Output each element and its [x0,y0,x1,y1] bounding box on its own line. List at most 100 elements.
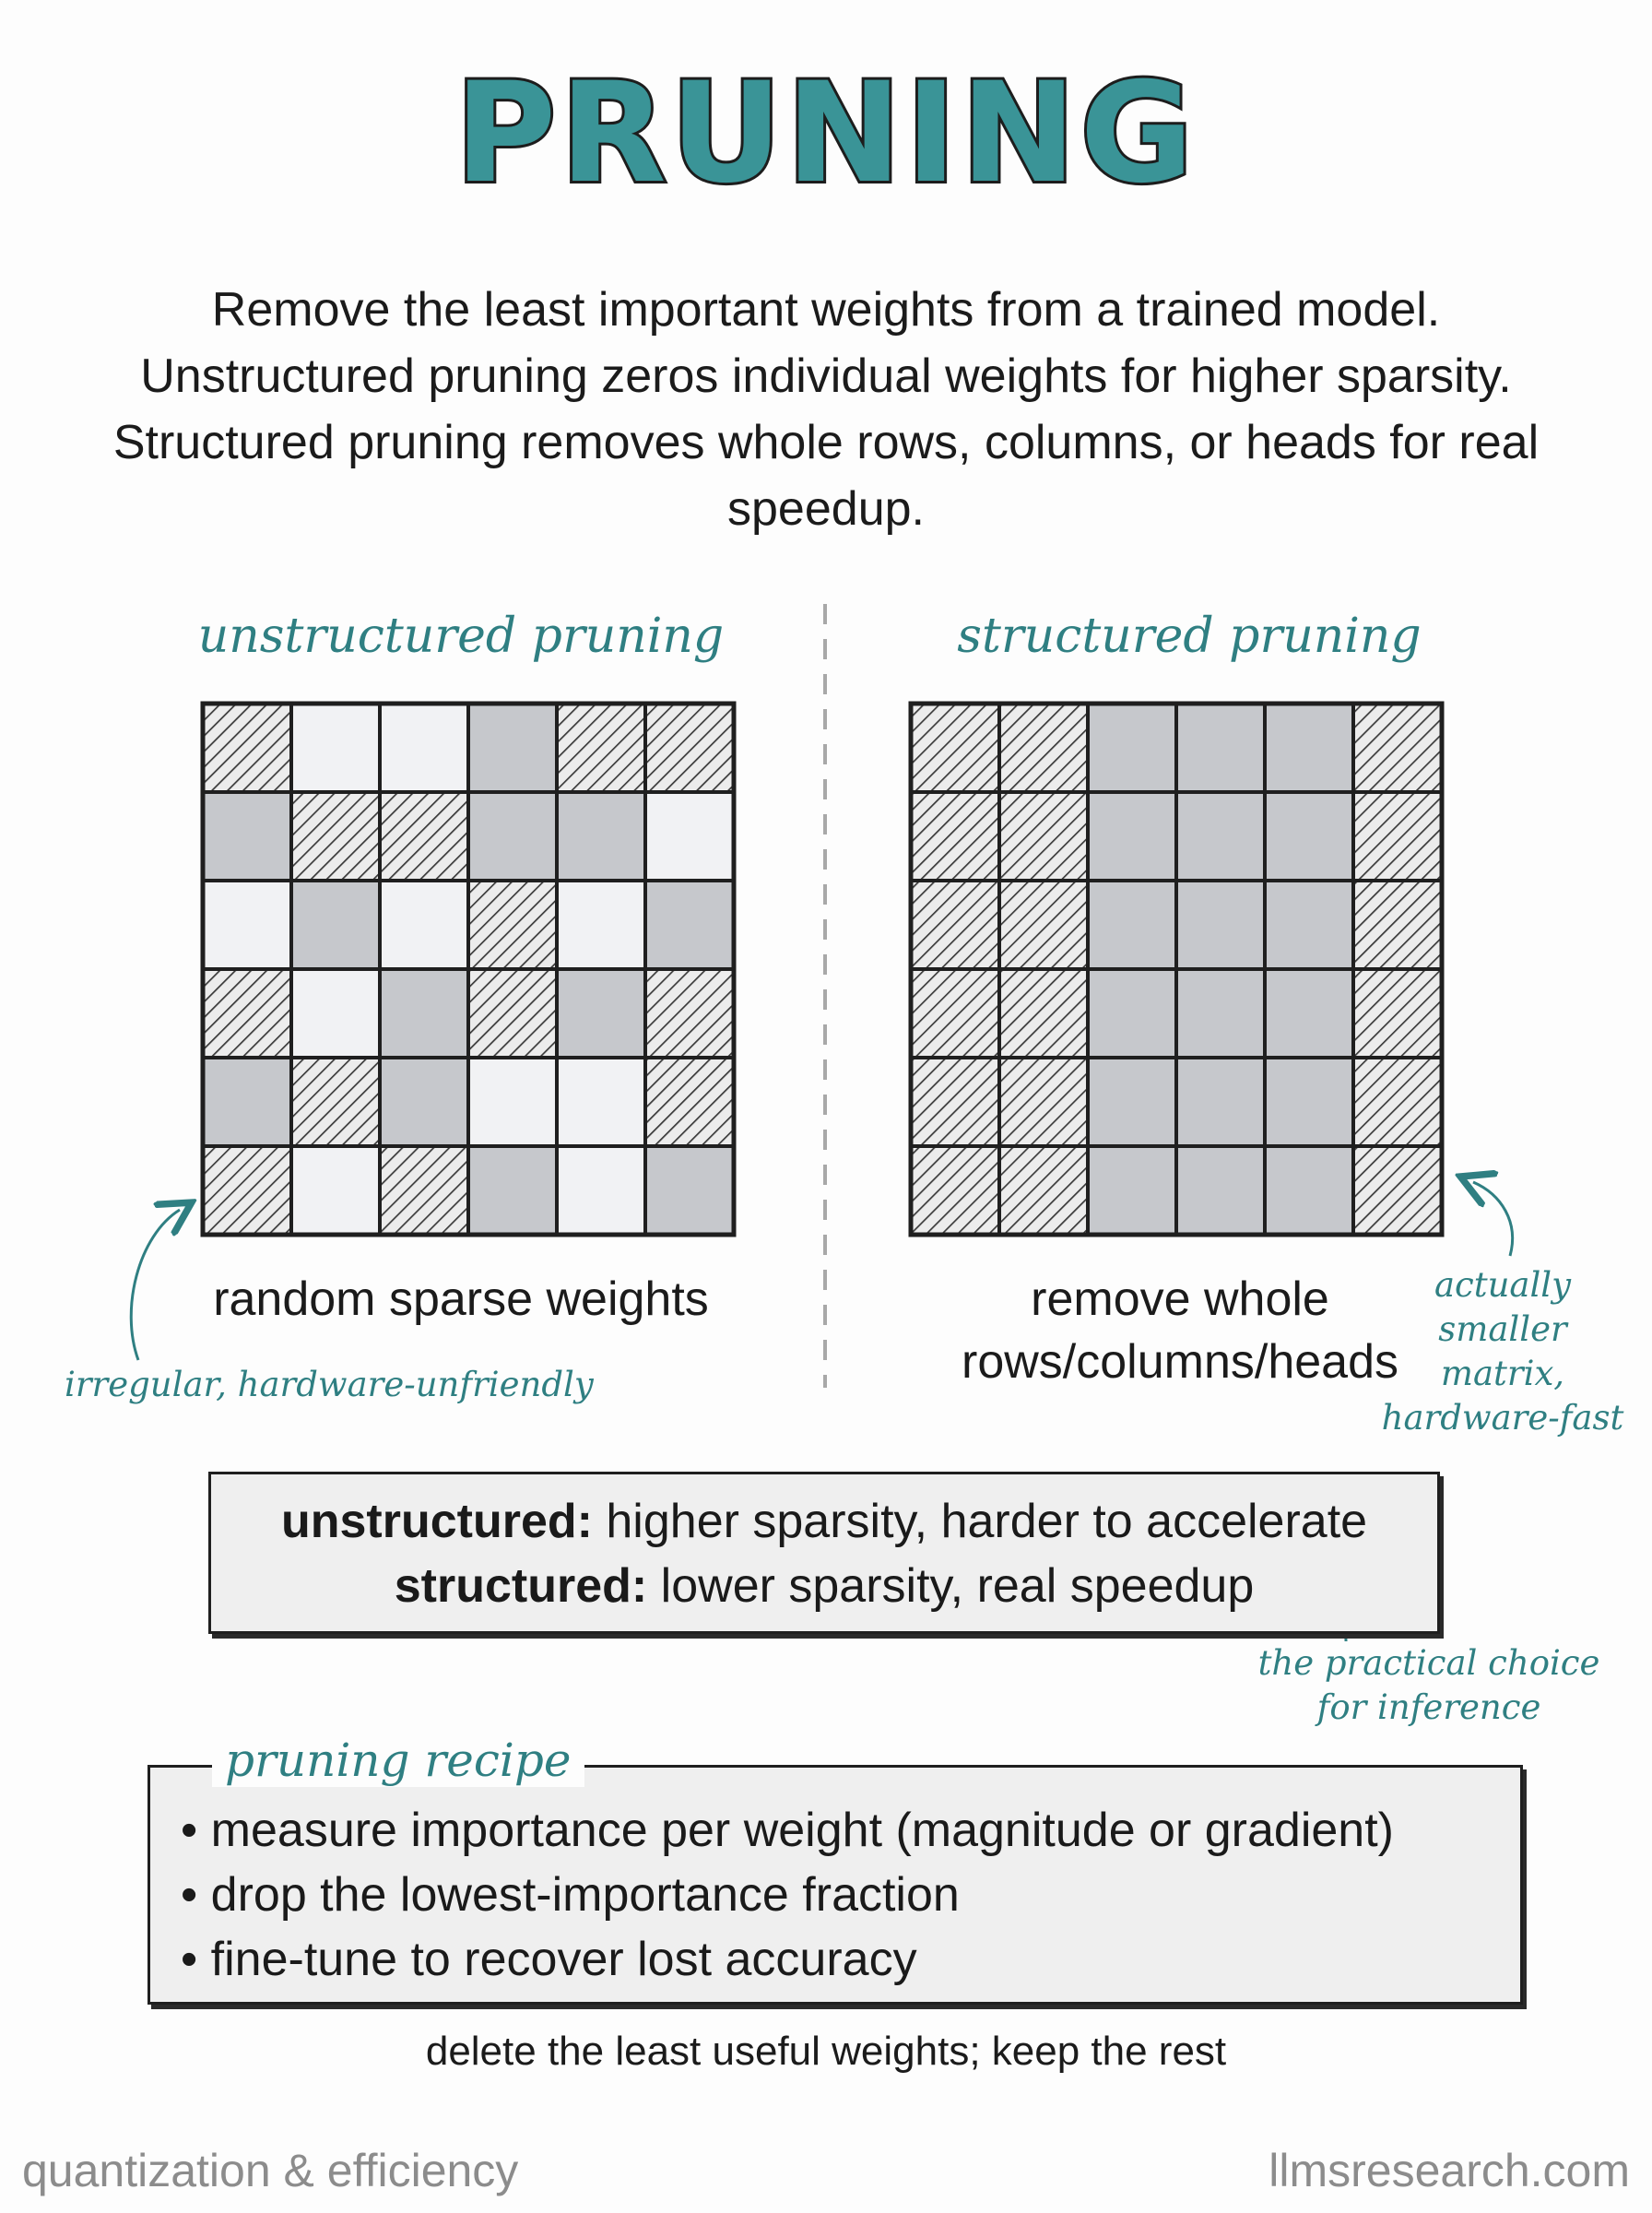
structured-grid-caption: remove whole rows/columns/heads [903,1268,1457,1393]
zeroed-weight-cell [289,967,382,1059]
pruned-weight-cell [909,1056,1001,1148]
unstructured-panel-title: unstructured pruning [197,609,725,664]
pruned-weight-cell [643,702,736,794]
kept-weight-cell [201,790,293,882]
kept-weight-cell [1174,790,1267,882]
kept-weight-cell [1086,879,1178,971]
pruned-weight-cell [1351,967,1444,1059]
structured-panel-title: structured pruning [957,609,1422,664]
pruned-weight-cell [466,879,559,971]
structured-note-line-4: hardware-fast [1381,1398,1624,1438]
kept-weight-cell [1086,1056,1178,1148]
practical-choice-line-1: the practical choice [1257,1643,1600,1683]
pruned-weight-cell [997,879,1090,971]
kept-weight-cell [466,790,559,882]
kept-weight-cell [1174,1056,1267,1148]
practical-choice-line-2: for inference [1316,1687,1541,1727]
kept-weight-cell [643,1144,736,1237]
unstructured-weight-grid [200,701,737,1237]
footer-site-link[interactable]: llmsresearch.com [1268,2145,1630,2196]
kept-weight-cell [643,879,736,971]
kept-weight-cell [1086,1144,1178,1237]
kept-weight-cell [1263,790,1355,882]
structured-note: actually smaller matrix, hardware-fast [1355,1263,1650,1440]
pruned-weight-cell [378,790,470,882]
kept-weight-cell [1174,967,1267,1059]
pruned-weight-cell [201,1144,293,1237]
recipe-box [148,1765,1523,2005]
kept-weight-cell [378,967,470,1059]
zeroed-weight-cell [289,1144,382,1237]
zeroed-weight-cell [378,702,470,794]
footer-topic: quantization & efficiency [22,2145,519,2196]
zeroed-weight-cell [555,879,647,971]
pruned-weight-cell [997,790,1090,882]
structured-weight-grid [908,701,1445,1237]
pruned-weight-cell [997,1144,1090,1237]
pruned-weight-cell [378,1144,470,1237]
structured-note-line-1: actually [1434,1265,1572,1305]
pruned-weight-cell [289,1056,382,1148]
practical-choice-note: the practical choice for inference [1226,1641,1632,1730]
kept-weight-cell [1086,790,1178,882]
kept-weight-cell [1263,1056,1355,1148]
unstructured-grid-caption: random sparse weights [213,1272,709,1326]
pruned-weight-cell [909,879,1001,971]
kept-weight-cell [555,790,647,882]
pruned-weight-cell [643,967,736,1059]
unstructured-note: irregular, hardware-unfriendly [65,1365,594,1404]
zeroed-weight-cell [378,879,470,971]
intro-paragraph: Remove the least important weights from … [112,283,1540,536]
structured-note-line-3: matrix, [1440,1354,1565,1393]
kept-weight-cell [1086,702,1178,794]
pruned-weight-cell [997,967,1090,1059]
recipe-item: • fine-tune to recover lost accuracy [181,1933,917,1986]
pruned-weight-cell [466,967,559,1059]
kept-weight-cell [1174,1144,1267,1237]
zeroed-weight-cell [466,1056,559,1148]
recipe-item: • measure importance per weight (magnitu… [181,1804,1394,1857]
comparison-text-unstructured: higher sparsity, harder to accelerate [592,1495,1368,1548]
grid-border [908,701,1445,1237]
zeroed-weight-cell [555,1144,647,1237]
pruned-weight-cell [909,967,1001,1059]
recipe-list: • measure importance per weight (magnitu… [181,1798,1508,1992]
recipe-item-text: measure importance per weight (magnitude… [210,1804,1394,1857]
kept-weight-cell [1263,702,1355,794]
comparison-text-structured: lower sparsity, real speedup [647,1559,1255,1613]
arrow-to-unstructured-grid [129,1210,180,1361]
comparison-label-unstructured: unstructured: [280,1495,593,1548]
page-title: PRUNING [452,53,1198,214]
pruned-weight-cell [201,702,293,794]
zeroed-weight-cell [555,1056,647,1148]
kept-weight-cell [466,702,559,794]
pruned-weight-cell [909,1144,1001,1237]
kept-weight-cell [1174,702,1267,794]
kept-weight-cell [201,1056,293,1148]
recipe-item-text: fine-tune to recover lost accuracy [210,1933,917,1986]
pruned-weight-cell [1351,879,1444,971]
pruned-weight-cell [909,790,1001,882]
kept-weight-cell [1263,967,1355,1059]
pruned-weight-cell [1351,1144,1444,1237]
zeroed-weight-cell [201,879,293,971]
kept-weight-cell [1174,879,1267,971]
comparison-label-structured: structured: [394,1559,648,1613]
pruned-weight-cell [909,702,1001,794]
comparison-box: unstructured: higher sparsity, harder to… [208,1472,1440,1634]
recipe-item-text: drop the lowest-importance fraction [210,1868,960,1922]
structured-note-line-2: smaller [1438,1309,1567,1349]
kept-weight-cell [289,879,382,971]
arrow-to-structured-grid [1473,1182,1515,1257]
recipe-title: pruning recipe [212,1734,584,1787]
pruned-weight-cell [1351,702,1444,794]
pruned-weight-cell [555,702,647,794]
kept-weight-cell [1263,1144,1355,1237]
pruned-weight-cell [289,790,382,882]
kept-weight-cell [1086,967,1178,1059]
grid-border [200,701,737,1237]
pruned-weight-cell [643,1056,736,1148]
zeroed-weight-cell [643,790,736,882]
comparison-line-structured: structured: lower sparsity, real speedup [211,1554,1437,1618]
